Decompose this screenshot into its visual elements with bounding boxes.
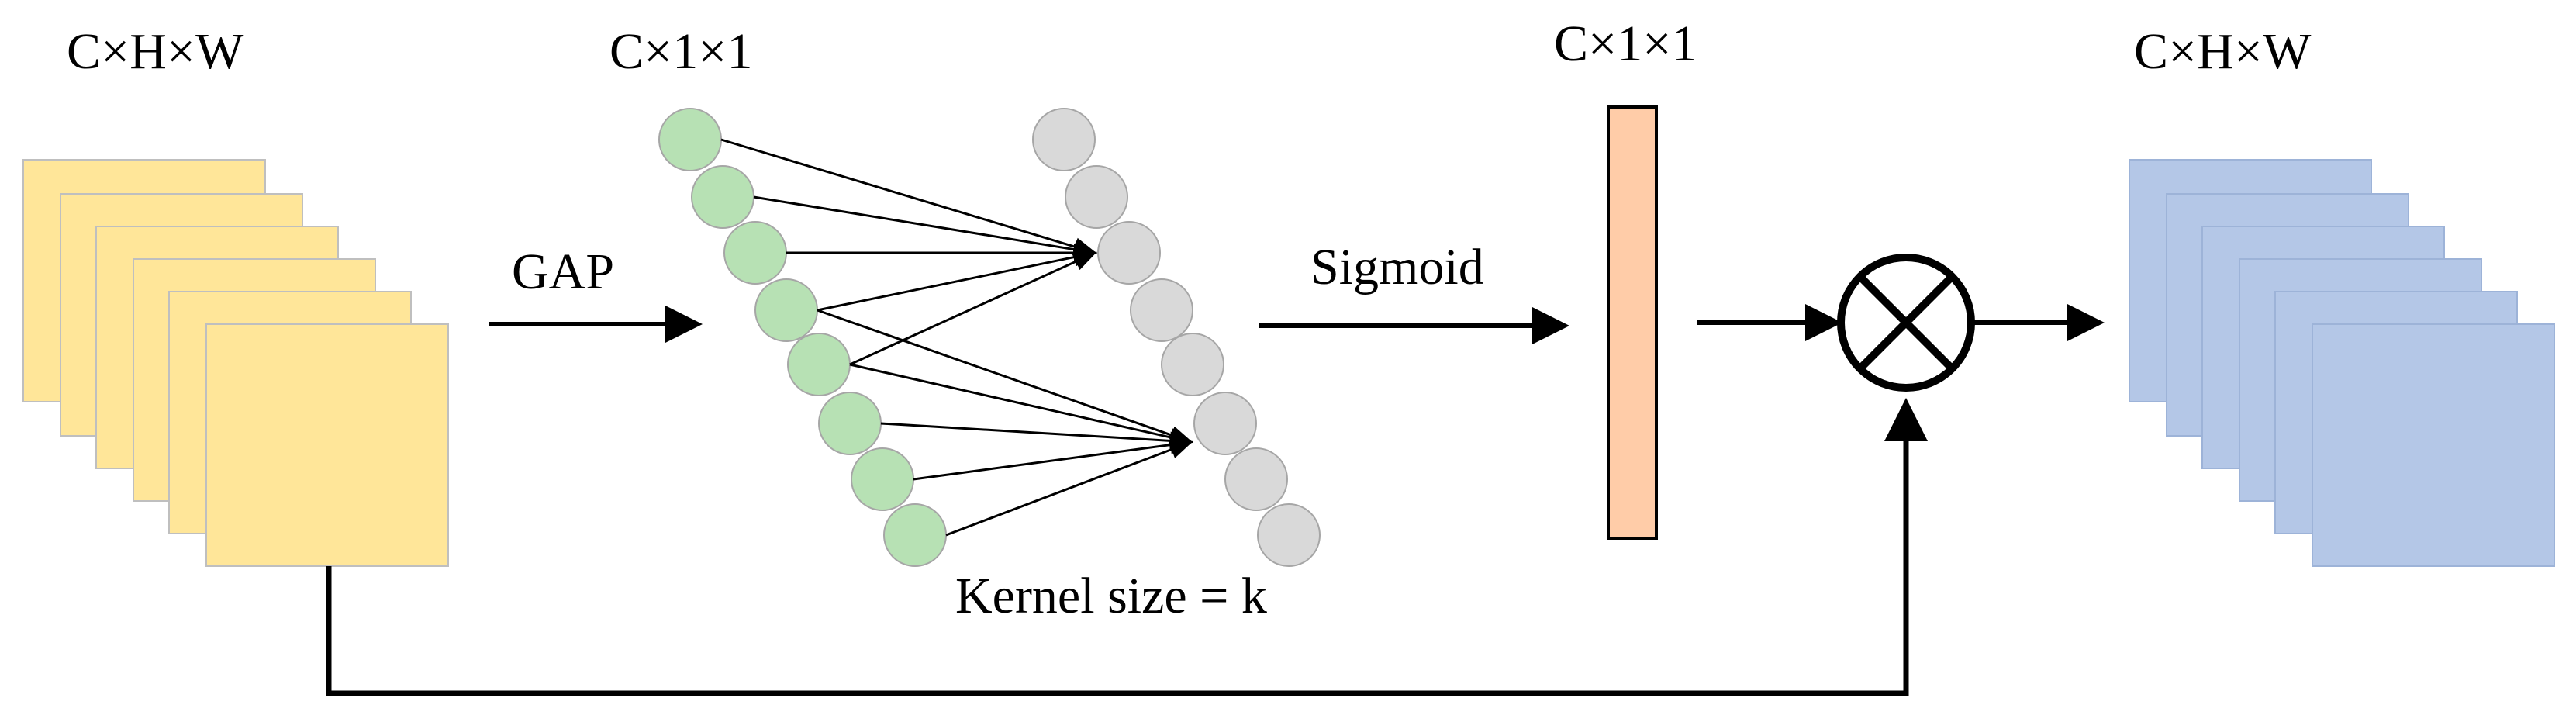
conv-connection-line bbox=[720, 138, 1097, 256]
pooled-channel-node bbox=[658, 108, 722, 171]
output-feature-map bbox=[2312, 323, 2555, 567]
input-feature-stack bbox=[22, 159, 449, 567]
conv-connection-line bbox=[849, 251, 1097, 366]
conv-connection-line bbox=[817, 247, 1097, 312]
conv-output-node bbox=[1065, 165, 1128, 229]
input-feature-map bbox=[205, 323, 449, 567]
conv-output-nodes bbox=[1032, 108, 1321, 567]
conv-output-node bbox=[1161, 333, 1224, 396]
conv-connections bbox=[720, 138, 1193, 537]
pooled-channel-node bbox=[723, 221, 787, 285]
kernel-size-label: Kernel size = k bbox=[955, 568, 1267, 624]
skip-connection-arrow bbox=[326, 398, 1928, 696]
conv-output-node bbox=[1224, 447, 1288, 511]
conv-connection-line bbox=[817, 309, 1193, 444]
pooled-channel-node bbox=[787, 333, 851, 396]
attention-dims-label: C×1×1 bbox=[1554, 16, 1697, 72]
conv-connection-line bbox=[753, 195, 1097, 259]
conv-connection-line bbox=[913, 435, 1193, 481]
conv-output-node bbox=[1257, 503, 1321, 567]
pooled-channel-node bbox=[818, 392, 882, 455]
pooled-channel-node bbox=[754, 278, 818, 342]
output-feature-stack bbox=[2129, 159, 2555, 567]
output-dims-label: C×H×W bbox=[2134, 23, 2312, 80]
attention-weights-bar bbox=[1607, 105, 1658, 540]
conv-connection-line bbox=[849, 363, 1193, 447]
gap-label: GAP bbox=[512, 244, 615, 300]
conv-output-node bbox=[1193, 392, 1257, 455]
conv-output-node bbox=[1032, 108, 1096, 171]
conv-connection-line bbox=[880, 422, 1193, 451]
circled-times-icon bbox=[1837, 254, 1975, 392]
pooled-channel-nodes bbox=[658, 108, 947, 567]
pooled-dims-label: C×1×1 bbox=[609, 23, 753, 80]
conv-output-node bbox=[1130, 278, 1193, 342]
sigmoid-label: Sigmoid bbox=[1310, 239, 1484, 295]
input-dims-label: C×H×W bbox=[67, 23, 244, 80]
pooled-channel-node bbox=[851, 447, 914, 511]
pooled-channel-node bbox=[691, 165, 754, 229]
conv-connection-line bbox=[945, 440, 1193, 537]
pooled-channel-node bbox=[883, 503, 947, 567]
conv-output-node bbox=[1097, 221, 1161, 285]
